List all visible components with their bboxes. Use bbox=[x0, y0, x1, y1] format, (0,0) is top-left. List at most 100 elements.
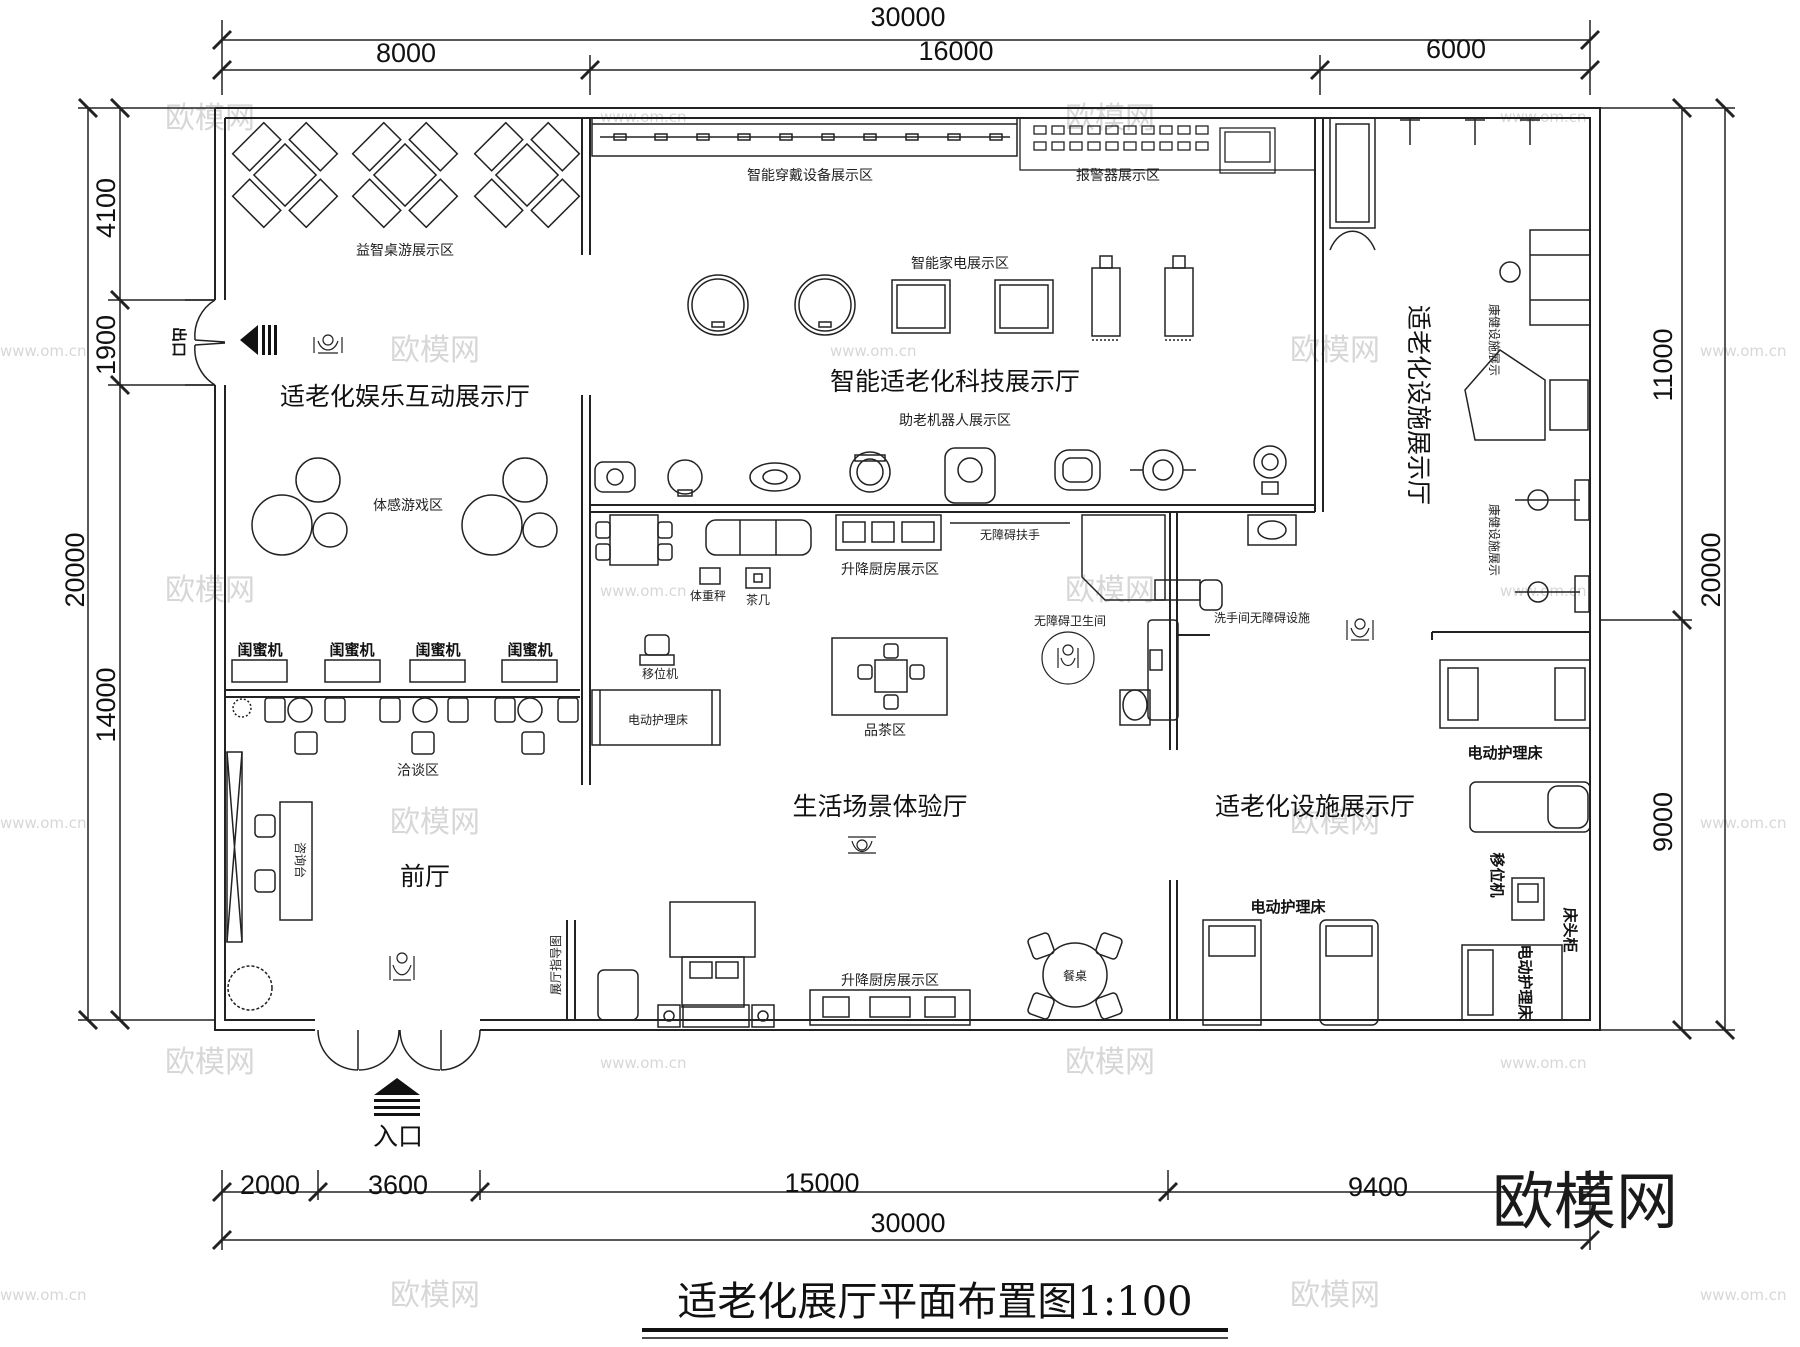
watermark-url: www.om.cn bbox=[0, 342, 87, 360]
nursing-bed-rotated bbox=[1461, 944, 1563, 1021]
exit-door[interactable] bbox=[185, 299, 226, 386]
page-title: 适老化展厅平面布置图1:100 bbox=[677, 1279, 1192, 1325]
watermark-url: www.om.cn bbox=[1700, 342, 1787, 360]
alarm-display bbox=[1019, 117, 1316, 174]
hall-facility: 适老化设施展示厅 bbox=[1215, 792, 1415, 821]
watermark-url: www.om.cn bbox=[1700, 1286, 1787, 1304]
dim-left-seg: 14000 bbox=[91, 667, 121, 742]
entrance-arrow-icon bbox=[374, 1078, 420, 1116]
zone-alarms: 报警器展示区 bbox=[1076, 168, 1160, 184]
zone-kitchen-bottom: 升降厨房展示区 bbox=[841, 973, 939, 989]
hall-life: 生活场景体验厅 bbox=[792, 792, 967, 821]
wheelchair-icon bbox=[848, 836, 876, 854]
consult-counter: 咨询台 bbox=[293, 842, 308, 878]
dim-left-seg: 1900 bbox=[91, 315, 121, 375]
bestie-label: 闺蜜机 bbox=[507, 641, 552, 659]
watermark: 欧模网 bbox=[1290, 805, 1380, 840]
kitchen-bottom-counter bbox=[809, 989, 971, 1026]
zone-kitchen-top: 升降厨房展示区 bbox=[841, 562, 939, 578]
watermark: 欧模网 bbox=[1290, 333, 1380, 368]
watermark: 欧模网 bbox=[1065, 573, 1155, 608]
zone-nursing-bed-bottom: 电动护理床 bbox=[1250, 898, 1326, 916]
hall-facility-vertical: 适老化设施展示厅 bbox=[1404, 305, 1433, 505]
zone-nursing-bed-rot: 电动护理床 bbox=[1516, 944, 1534, 1020]
dim-top-seg: 8000 bbox=[376, 38, 436, 68]
stair-lift bbox=[1329, 117, 1376, 251]
handrails-top bbox=[1400, 118, 1540, 145]
zone-motion-games: 体感游戏区 bbox=[373, 497, 443, 514]
dim-left-outer: 20000 bbox=[60, 532, 90, 607]
robot-units bbox=[594, 445, 1287, 504]
interior-walls bbox=[225, 118, 1590, 1020]
nursing-bed-room bbox=[591, 689, 721, 746]
zone-tea-table: 茶几 bbox=[746, 592, 770, 607]
dimension-lines bbox=[77, 20, 1736, 1251]
zone-nursing-bed-room: 电动护理床 bbox=[628, 713, 688, 727]
zone-rehab-2: 康健设施展示 bbox=[1487, 504, 1502, 576]
appliance-units bbox=[687, 255, 1194, 341]
lobby-guide-board: 展厅指导图 bbox=[548, 935, 563, 995]
dim-bottom-seg: 15000 bbox=[784, 1168, 859, 1198]
watermark: 欧模网 bbox=[1065, 1045, 1155, 1080]
wheelchair-icon bbox=[1041, 631, 1095, 685]
zone-transfer: 移位机 bbox=[642, 666, 678, 681]
wheelchair-room bbox=[597, 969, 639, 1021]
wheelchair-icon bbox=[1346, 618, 1374, 641]
bedroom-bed bbox=[657, 901, 775, 1028]
zone-bathroom: 无障碍卫生间 bbox=[1034, 613, 1106, 628]
dim-bottom-seg: 3600 bbox=[368, 1170, 428, 1200]
sofa bbox=[705, 519, 812, 556]
hall-lobby: 前厅 bbox=[400, 862, 450, 891]
transfer-machine-right bbox=[1511, 877, 1545, 921]
watermark: 欧模网 bbox=[390, 333, 480, 368]
scale-and-tea-table bbox=[699, 567, 771, 589]
watermark-layer: 欧模网 www.om.cn 欧模网 www.om.cn 欧模网 www.om.c… bbox=[0, 101, 1787, 1313]
dim-top-seg: 16000 bbox=[918, 36, 993, 66]
watermark-url: www.om.cn bbox=[600, 1054, 687, 1072]
tea-area bbox=[831, 637, 948, 716]
bestie-label: 闺蜜机 bbox=[415, 641, 460, 659]
wheelchair-icon bbox=[389, 952, 415, 981]
round-dining-table bbox=[1027, 932, 1123, 1020]
watermark-url: www.om.cn bbox=[1500, 1054, 1587, 1072]
zone-dining: 餐桌 bbox=[1063, 968, 1087, 983]
zone-handrail: 无障碍扶手 bbox=[980, 527, 1040, 542]
watermark-url: www.om.cn bbox=[600, 582, 687, 600]
zone-robots: 助老机器人展示区 bbox=[899, 413, 1011, 429]
zone-wearables: 智能穿戴设备展示区 bbox=[747, 167, 873, 184]
dim-top-seg: 6000 bbox=[1426, 34, 1486, 64]
accessible-bathroom bbox=[1081, 514, 1223, 726]
watermark-url: www.om.cn bbox=[1700, 814, 1787, 832]
zone-rehab-1: 康健设施展示 bbox=[1487, 304, 1502, 376]
hall-entertainment: 适老化娱乐互动展示厅 bbox=[280, 382, 530, 411]
watermark: 欧模网 bbox=[390, 1278, 480, 1313]
watermark: 欧模网 bbox=[1290, 1278, 1380, 1313]
watermark-url: www.om.cn bbox=[0, 1286, 87, 1304]
motion-game-circles bbox=[251, 457, 558, 556]
lobby-furniture bbox=[226, 751, 313, 1011]
watermark: 欧模网 bbox=[390, 805, 480, 840]
watermark-url: www.om.cn bbox=[830, 342, 917, 360]
zone-scale: 体重秤 bbox=[690, 589, 726, 603]
entrance-door[interactable] bbox=[317, 1029, 481, 1071]
board-game-tables bbox=[231, 121, 581, 229]
zone-appliances: 智能家电展示区 bbox=[911, 255, 1009, 272]
dim-right-outer: 20000 bbox=[1696, 532, 1726, 607]
entrance-label: 入口 bbox=[373, 1122, 423, 1151]
dim-left-seg: 4100 bbox=[91, 178, 121, 238]
dim-bottom-total: 30000 bbox=[870, 1208, 945, 1238]
dim-top-total: 30000 bbox=[870, 2, 945, 32]
transfer-machine bbox=[639, 634, 675, 666]
dim-bottom-seg: 9400 bbox=[1348, 1172, 1408, 1202]
nursing-bed-right-unit bbox=[1439, 659, 1591, 729]
bestie-label: 闺蜜机 bbox=[237, 641, 282, 659]
zone-wash-facility: 洗手间无障碍设施 bbox=[1214, 610, 1310, 625]
exit-label: 出口 bbox=[170, 327, 188, 357]
zone-cabinet: 床头柜 bbox=[1561, 907, 1579, 952]
rehab-equipment-2 bbox=[1515, 479, 1590, 613]
zone-nursing-bed-right: 电动护理床 bbox=[1467, 744, 1543, 762]
wash-sink bbox=[1247, 514, 1297, 546]
wearables-display bbox=[591, 117, 1018, 157]
dining-set bbox=[595, 514, 673, 566]
bestie-machines: 闺蜜机 闺蜜机 闺蜜机 闺蜜机 bbox=[231, 641, 558, 683]
